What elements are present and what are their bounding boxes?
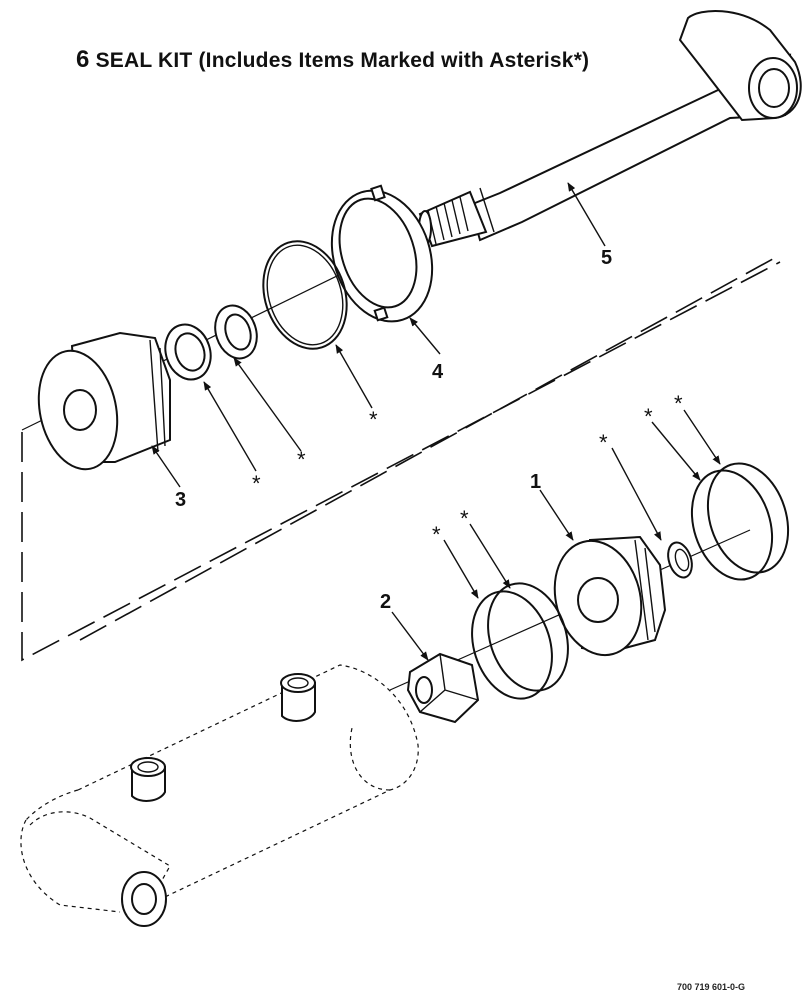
- small-seal-ring-a: [164, 323, 212, 381]
- rod-assembly: [418, 9, 802, 248]
- asterisk-piston-ring-left-a: *: [432, 522, 441, 547]
- figure-id: 700 719 601-0-G: [677, 982, 746, 992]
- small-o-ring: [667, 541, 693, 579]
- piston-seal-rings-left: [471, 582, 569, 700]
- item-4-label: 4: [432, 361, 444, 383]
- barrel-port-upper: [280, 673, 316, 722]
- piston: [553, 535, 667, 657]
- barrel-clevis-eye: [29, 811, 171, 927]
- piston-seal-rings-right: [690, 462, 790, 581]
- asterisk-snap-ring: *: [369, 407, 378, 432]
- item-2-label: 2: [380, 591, 391, 613]
- gland: [37, 331, 171, 471]
- alignment-phantom-lines: [21, 254, 781, 662]
- asterisk-seal-ring-a: *: [252, 471, 261, 496]
- seal-kit-title-text: SEAL KIT (Includes Items Marked with Ast…: [95, 49, 590, 72]
- snap-ring: [262, 240, 348, 350]
- asterisk-piston-ring-left-b: *: [460, 506, 469, 531]
- asterisk-seal-ring-b: *: [297, 447, 306, 472]
- retaining-nut: [330, 184, 434, 323]
- barrel-port-lower: [130, 757, 166, 802]
- asterisk-piston-ring-right-b: *: [674, 391, 683, 416]
- item-1-label: 1: [530, 471, 541, 493]
- hex-nut: [406, 652, 480, 724]
- seal-kit-item-number: 6: [76, 46, 90, 73]
- item-5-label: 5: [601, 247, 612, 269]
- asterisk-o-ring: *: [599, 430, 608, 455]
- asterisk-piston-ring-right-a: *: [644, 404, 653, 429]
- rod-thread: [427, 196, 469, 245]
- item-3-label: 3: [175, 489, 186, 511]
- small-seal-ring-b: [214, 304, 258, 360]
- barrel: [20, 664, 419, 927]
- leader-arrows: [151, 182, 721, 661]
